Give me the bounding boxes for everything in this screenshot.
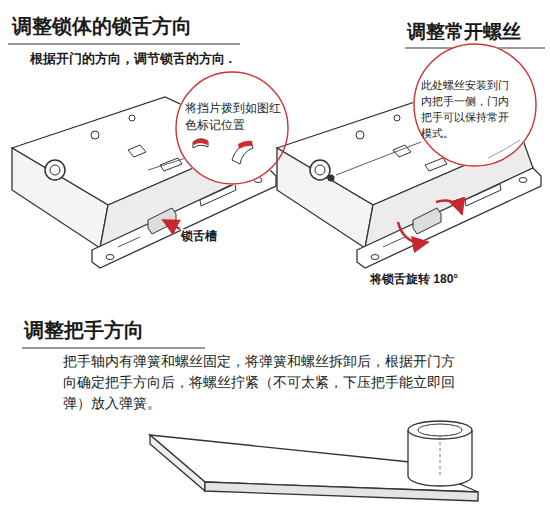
circle-outline xyxy=(176,72,288,184)
section-heading: 调整锁体的锁舌方向 xyxy=(12,14,252,39)
callout-circle: 此处螺丝安装到门内把手一侧，门内把手可以保持常开模式。 xyxy=(413,43,537,167)
part-name: 锁舌槽 xyxy=(181,229,241,244)
circle-outline xyxy=(414,44,536,166)
callout-text: 将挡片拨到如图红色标记位置 xyxy=(185,100,283,135)
callout-text: 此处螺丝安装到门内把手一侧，门内把手可以保持常开模式。 xyxy=(421,78,511,142)
instruction-text: 将锁舌旋转 180° xyxy=(370,272,530,287)
section-heading: 调整常开螺丝 xyxy=(407,20,547,44)
instruction-paragraph: 把手轴内有弹簧和螺丝固定，将弹簧和螺丝拆卸后，根据开门方向确定把手方向后，将螺丝… xyxy=(63,351,468,414)
section-heading: 调整把手方向 xyxy=(24,318,244,343)
callout-circle: 将挡片拨到如图红色标记位置 xyxy=(175,71,289,185)
instruction-text: 根据开门的方向，调节锁舌的方向 . xyxy=(30,51,290,67)
